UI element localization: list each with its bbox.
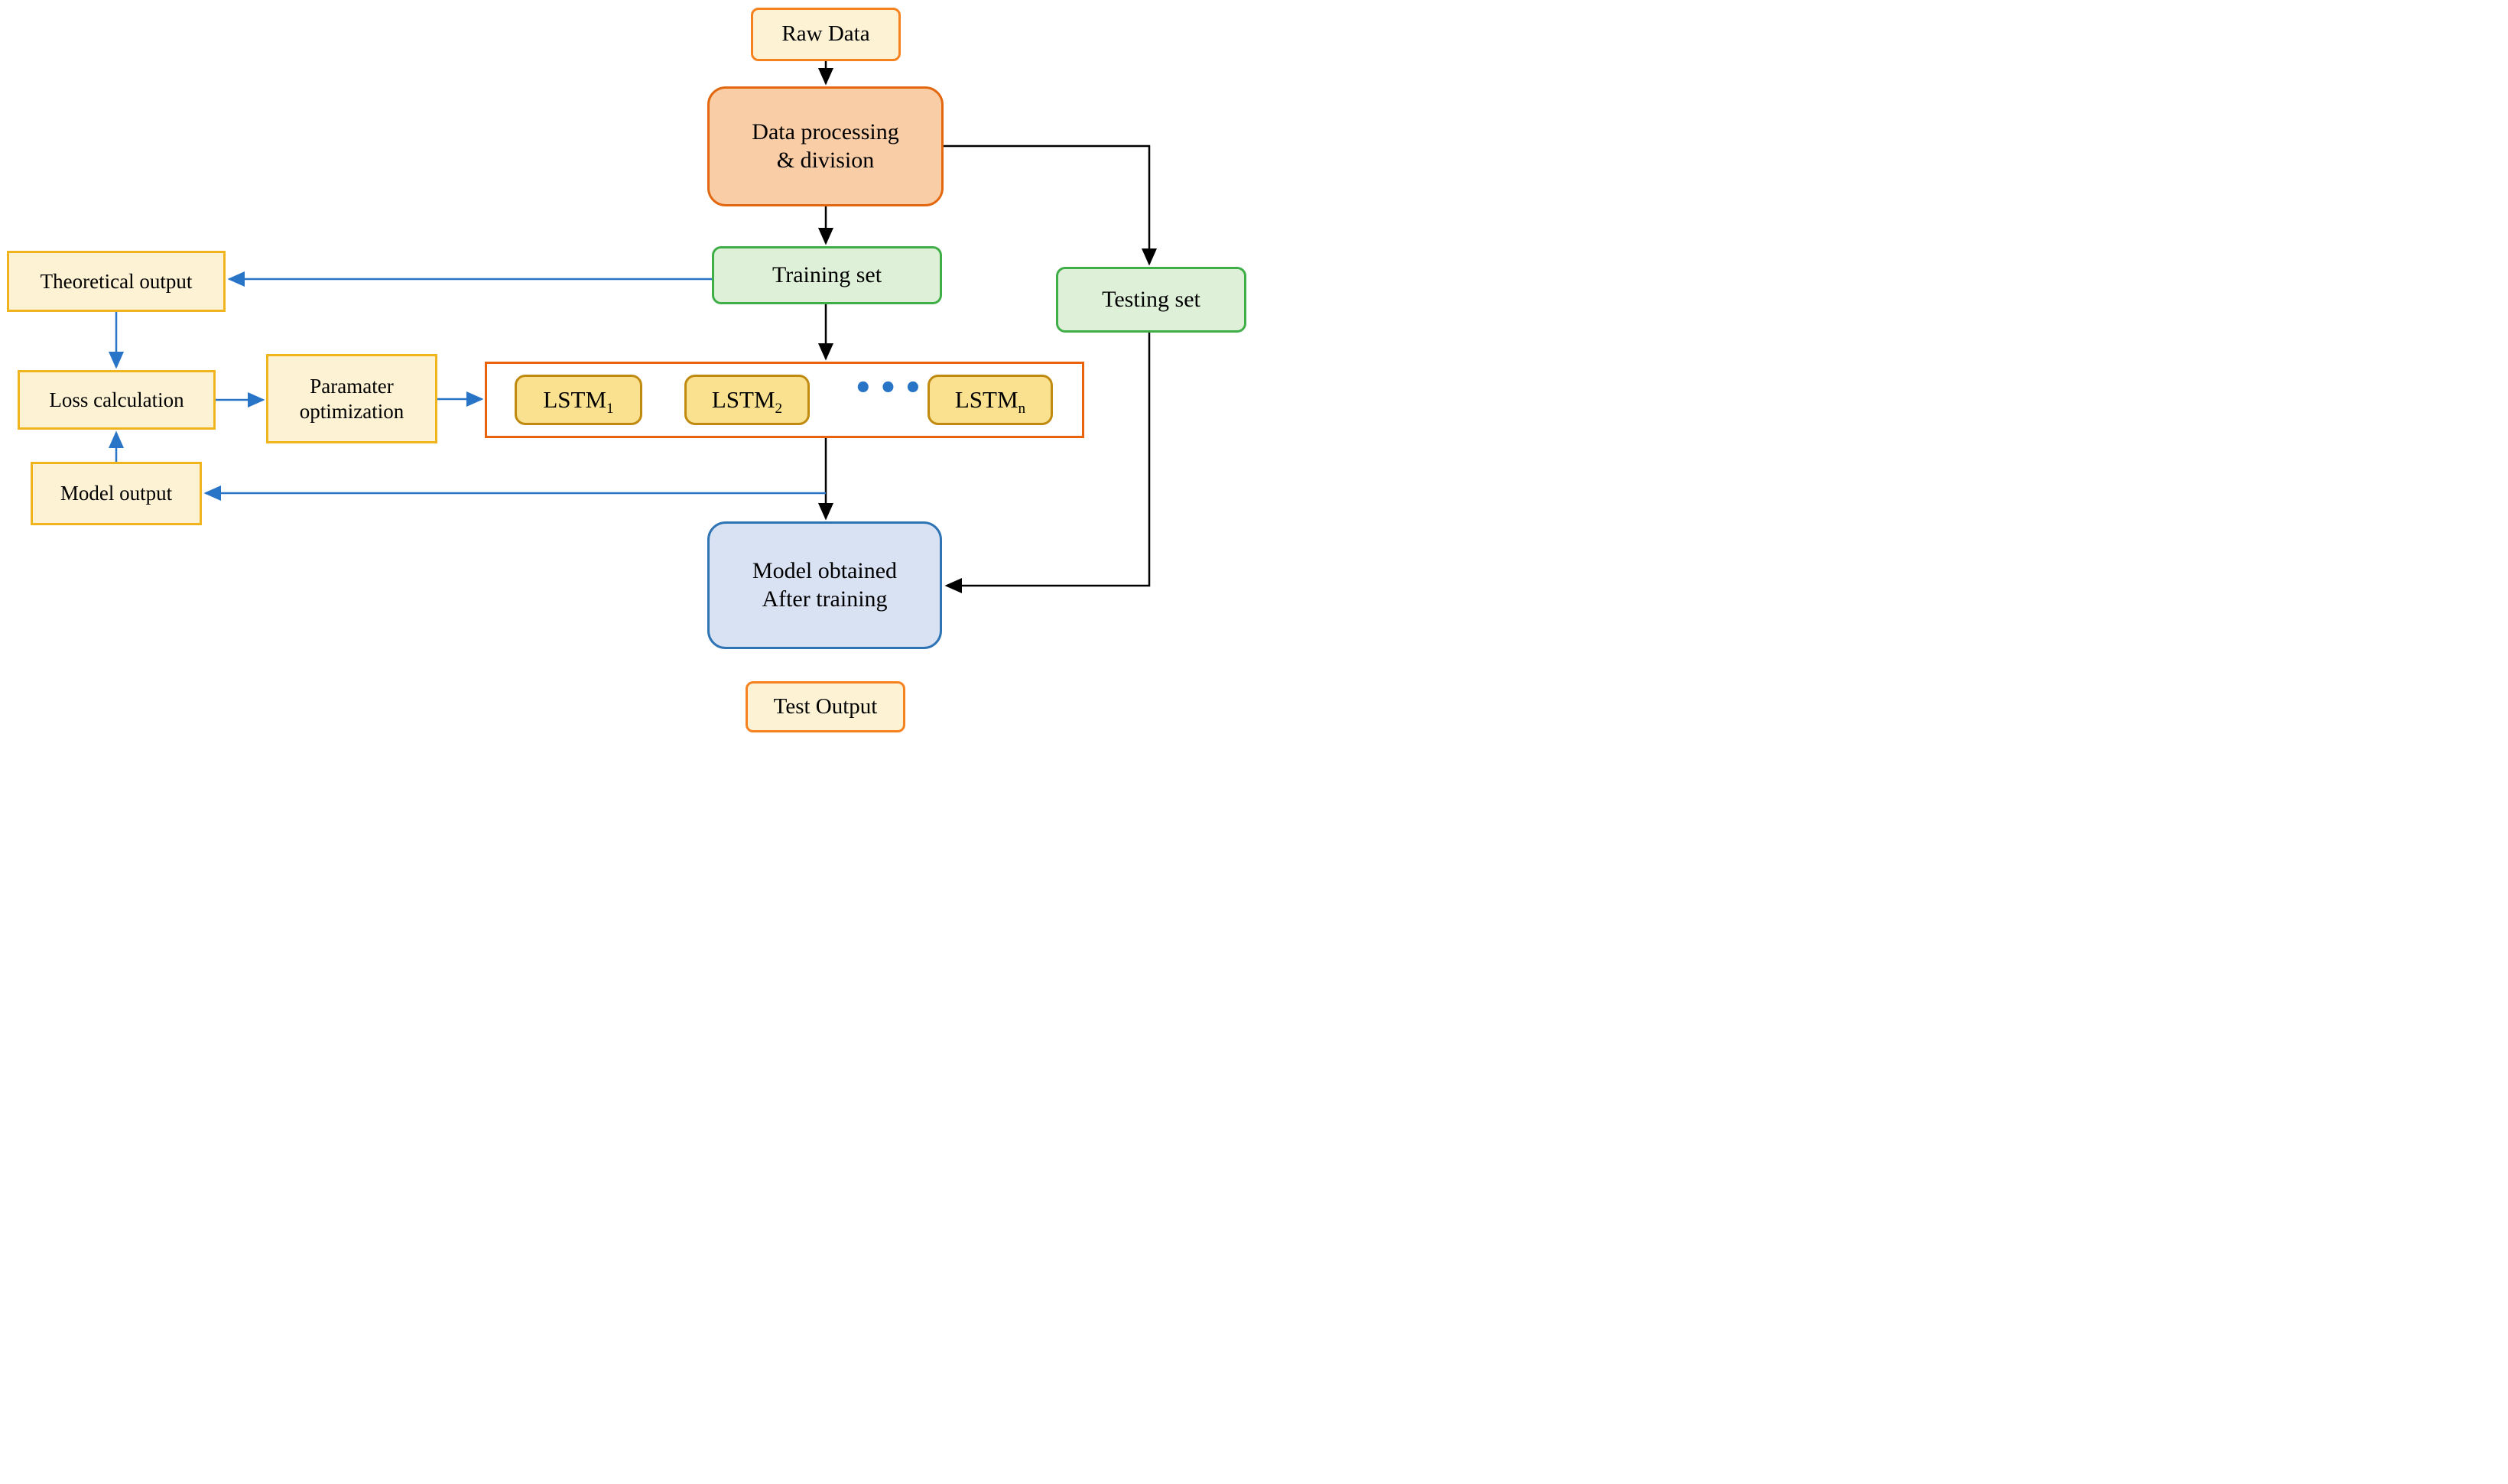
node-lstm-2-label: LSTM [711,386,775,414]
node-model-output-label: Model output [60,482,173,505]
node-raw-data-label: Raw Data [781,21,870,47]
node-training-set-label: Training set [772,261,882,287]
node-testing-set-label: Testing set [1102,286,1200,312]
arrow-testingset-to-modelobtained [944,333,1151,593]
node-training-set: Training set [712,246,942,304]
arrow-processing-to-testingset [944,145,1157,266]
node-parameter-optimization: Paramater optimization [266,354,437,443]
node-lstm-1-subscript: 1 [606,401,614,417]
node-parameter-optimization-label-line2: optimization [299,399,404,423]
node-raw-data: Raw Data [751,8,901,61]
ellipsis-dots-icon: ••• [853,371,928,406]
node-theoretical-output-label: Theoretical output [40,269,193,293]
node-loss-calculation: Loss calculation [18,370,216,430]
node-model-obtained: Model obtained After training [707,521,942,649]
node-model-obtained-label-line1: Model obtained [752,557,898,583]
node-theoretical-output: Theoretical output [7,251,226,312]
node-data-processing-label-line2: & division [776,147,875,173]
node-lstm-1: LSTM1 [515,375,642,425]
node-lstm-n-label: LSTM [954,386,1018,414]
node-lstm-n-subscript: n [1018,401,1026,417]
node-model-output: Model output [31,462,202,525]
lstm-training-flowchart: Raw Data Data processing & division Trai… [0,0,1254,742]
node-testing-set: Testing set [1056,267,1246,333]
node-lstm-1-label: LSTM [543,386,607,414]
node-lstm-2: LSTM2 [684,375,810,425]
node-data-processing: Data processing & division [707,86,944,206]
node-data-processing-label-line1: Data processing [752,119,899,145]
node-lstm-2-subscript: 2 [775,401,783,417]
node-lstm-n: LSTMn [928,375,1053,425]
node-test-output: Test Output [746,681,905,732]
node-test-output-label: Test Output [773,693,878,719]
node-parameter-optimization-label-line1: Paramater [310,374,394,398]
node-loss-calculation-label: Loss calculation [49,388,184,411]
node-model-obtained-label-line2: After training [762,586,888,612]
